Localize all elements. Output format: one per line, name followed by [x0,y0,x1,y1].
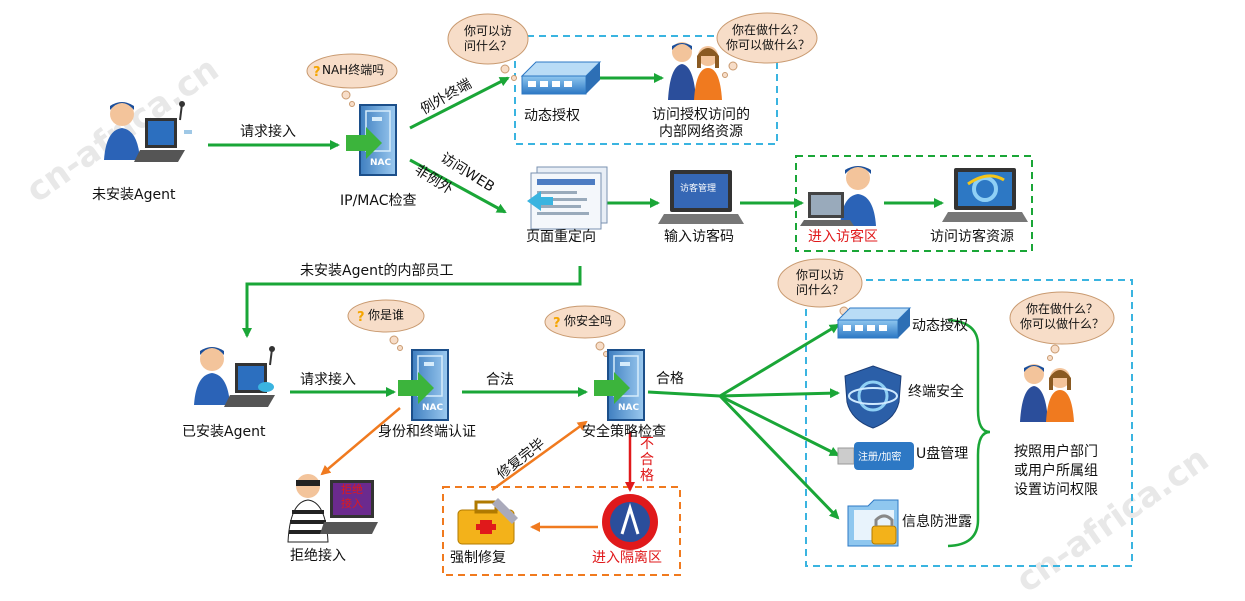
bubble-safe: ? [544,305,626,357]
reject-sign-line2: 接入 [341,497,363,510]
svg-text:?: ? [313,65,321,80]
arrow-to-usb [719,394,840,457]
bubble-line: 问什么？ [463,39,512,53]
bubble-line: 你可以访 [795,268,844,282]
bubble-can-visit-2-text: 你可以访 问什么？ [784,268,856,298]
bubble-nah-text: NAH终端吗 [322,63,385,77]
bubble-what-doing-1-text: 你在做什么？ 你可以做什么？ [720,23,816,53]
reject-sign: 拒绝 接入 [334,483,370,511]
node-line: 内部网络资源 [659,124,743,140]
page-redirect-icon [527,166,608,230]
edge-request-1: 请求接入 [240,124,296,140]
node-input-code: 输入访客码 [664,229,734,245]
switch-icon [520,61,602,95]
node-terminal-security: 终端安全 [908,384,964,400]
bubble-can-visit-1 [447,13,529,81]
usb-icon [837,442,914,470]
policy-brace [947,318,991,548]
shield-icon [844,365,902,429]
node-security-check: 安全策略检查 [582,424,666,440]
bubble-line: 你在做什么？ [1025,302,1098,316]
bubble-who: ? [347,299,425,351]
bubble-line: 你可以做什么？ [725,38,810,52]
node-reject: 拒绝接入 [290,548,346,564]
node-page-redirect: 页面重定向 [526,229,596,245]
users-icon [1020,364,1074,422]
edge-internal-staff: 未安装Agent的内部员工 [300,263,454,279]
reject-sign-line1: 拒绝 [341,483,363,496]
node-guest-resources: 访问访客资源 [930,229,1014,245]
nac-label: NAC [370,158,392,168]
edge-request-2: 请求接入 [300,372,356,388]
node-line: 访问授权访问的 [652,107,750,123]
screen-label: 访客管理 [680,184,717,194]
svg-text:?: ? [553,316,561,331]
guest-user-icon [800,166,876,226]
bubble-nah: ? [306,53,398,107]
arrow-internal-staff [242,266,582,338]
node-dynamic-auth-right: 动态授权 [912,318,968,334]
arrow-qualified-stem [647,390,721,398]
svg-text:?: ? [357,310,365,325]
repair-toolbox-icon [457,498,518,545]
users-icon [668,42,722,100]
node-identity-auth: 身份和终端认证 [378,424,476,440]
authorized-zone-box [514,35,778,145]
nac-label: NAC [422,403,444,413]
bubble-safe-text: 你安全吗 [564,314,613,328]
user-laptop-icon [104,101,192,162]
arrow-to-info-leak [718,394,840,520]
node-dynamic-auth-top: 动态授权 [524,108,580,124]
edge-qualified: 合格 [656,371,684,387]
node-line: 设置访问权限 [1014,482,1098,498]
nac-door-icon [398,349,449,421]
arrow-repaired [491,420,588,492]
arrow-to-dynamic-auth [719,323,840,398]
bubble-line: 你可以做什么？ [1019,317,1104,331]
bubble-line: 你在做什么？ [731,23,804,37]
policy-zone-box [805,279,1133,567]
arrow-non-exception [409,158,507,214]
laptop-icon [658,170,744,224]
node-ipmac-check: IP/MAC检查 [340,193,417,209]
edge-unqualified: 不合格 [640,436,654,484]
node-usb-mgmt: U盘管理 [916,446,969,462]
node-line: 按照用户部门 [1014,444,1098,460]
node-dept-access: 按照用户部门 或用户所属组 设置访问权限 [996,443,1116,500]
arrow-reject [320,407,401,476]
bubble-who-text: 你是谁 [368,308,405,322]
arrow-to-terminal-security [719,388,840,399]
node-force-repair: 强制修复 [450,550,506,566]
nac-label: NAC [618,403,640,413]
edge-legal: 合法 [486,372,514,388]
bubble-what-doing-1 [716,12,818,78]
lock-folder-icon [847,499,899,547]
node-quarantine: 进入隔离区 [592,550,662,566]
usb-label: 注册/加密 [858,452,902,463]
node-info-leak: 信息防泄露 [902,514,972,530]
node-line: 或用户所属组 [1014,463,1098,479]
quarantine-icon [602,494,658,550]
nac-door-icon [346,104,397,176]
bubble-what-doing-2 [1009,291,1115,361]
bubble-what-doing-2-text: 你在做什么？ 你可以做什么？ [1012,302,1112,332]
node-authorized-resources: 访问授权访问的 内部网络资源 [636,107,766,141]
node-installed-agent: 已安装Agent [182,424,266,440]
node-guest-zone: 进入访客区 [808,229,878,245]
node-no-agent: 未安装Agent [92,187,176,203]
bubble-can-visit-1-text: 你可以访 问什么？ [452,24,524,54]
switch-icon [836,307,912,339]
bubble-line: 问什么？ [795,283,844,297]
quarantine-zone-box [442,486,681,576]
nac-door-icon [594,349,645,421]
browser-icon [942,168,1028,222]
arrow-exception [409,76,510,130]
hacker-icon [287,474,378,543]
agent-user-icon [194,346,275,407]
bubble-line: 你可以访 [463,24,512,38]
